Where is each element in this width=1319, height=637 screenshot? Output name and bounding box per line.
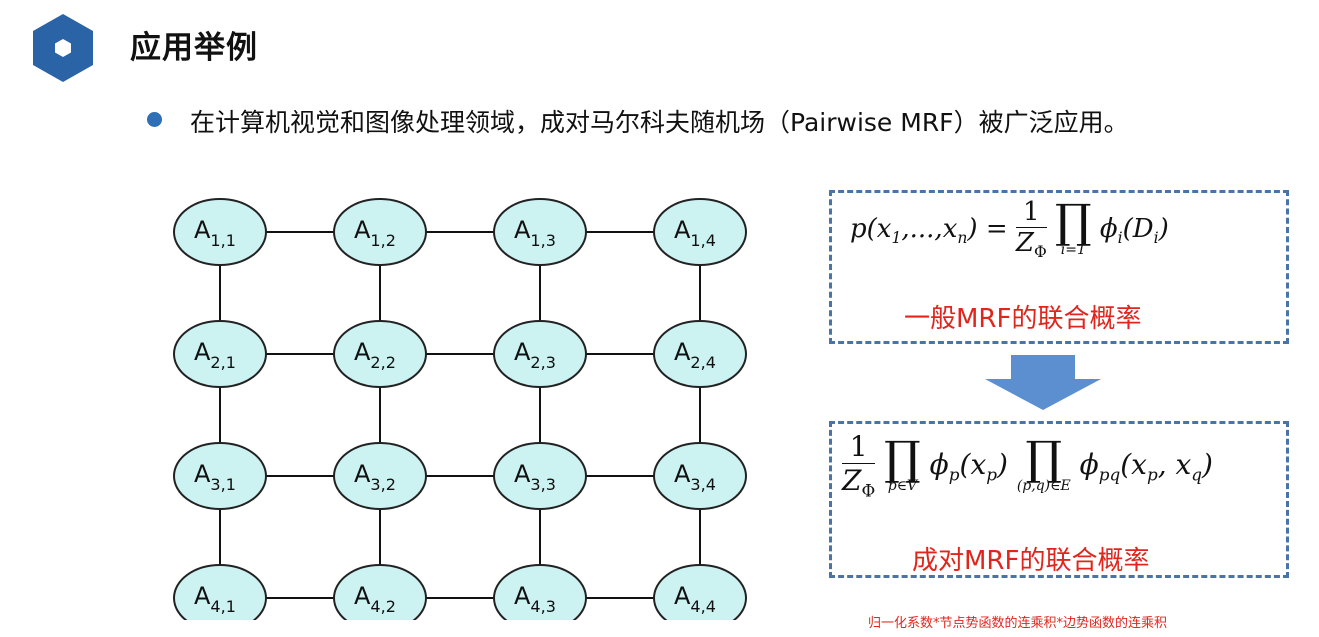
bullet-dot [147, 112, 162, 127]
node-ellipse [493, 198, 587, 266]
node-ellipse [333, 198, 427, 266]
grid-node: A1,4 [653, 198, 747, 266]
grid-node: A2,3 [493, 320, 587, 388]
grid-node: A3,3 [493, 442, 587, 510]
node-ellipse [333, 442, 427, 510]
node-ellipse [653, 564, 747, 620]
node-ellipse [653, 320, 747, 388]
node-ellipse [493, 442, 587, 510]
grid-node: A1,3 [493, 198, 587, 266]
grid-node: A4,1 [173, 564, 267, 620]
grid-node: A1,1 [173, 198, 267, 266]
node-ellipse [653, 442, 747, 510]
bullet-text: 在计算机视觉和图像处理领域，成对马尔科夫随机场（Pairwise MRF）被广泛… [190, 108, 1129, 137]
grid-node: A2,1 [173, 320, 267, 388]
node-ellipse [173, 320, 267, 388]
grid-node: A3,4 [653, 442, 747, 510]
grid-node: A2,2 [333, 320, 427, 388]
mrf-grid-diagram: A1,1 A1,2 A1,3 A1,4A2,1 A2,2 A2,3 A2,4A3,1 A3,2… [173, 198, 747, 620]
grid-node: A4,4 [653, 564, 747, 620]
grid-node: A1,2 [333, 198, 427, 266]
node-ellipse [173, 198, 267, 266]
node-ellipse [173, 442, 267, 510]
footnote: 归一化系数*节点势函数的连乘积*边势函数的连乘积 [868, 616, 1168, 631]
node-ellipse [333, 320, 427, 388]
page-title: 应用举例 [130, 30, 258, 66]
grid-node: A3,2 [333, 442, 427, 510]
pairwise-mrf-caption: 成对MRF的联合概率 [912, 546, 1150, 576]
grid-node: A4,3 [493, 564, 587, 620]
node-ellipse [653, 198, 747, 266]
node-ellipse [493, 564, 587, 620]
pairwise-mrf-box [829, 421, 1289, 578]
down-arrow-icon [985, 355, 1101, 410]
general-mrf-box [829, 190, 1289, 344]
grid-node: A4,2 [333, 564, 427, 620]
hexagon-logo-icon [33, 14, 93, 82]
node-ellipse [493, 320, 587, 388]
general-mrf-caption: 一般MRF的联合概率 [904, 304, 1142, 334]
node-ellipse [173, 564, 267, 620]
node-ellipse [333, 564, 427, 620]
grid-node: A3,1 [173, 442, 267, 510]
grid-node: A2,4 [653, 320, 747, 388]
